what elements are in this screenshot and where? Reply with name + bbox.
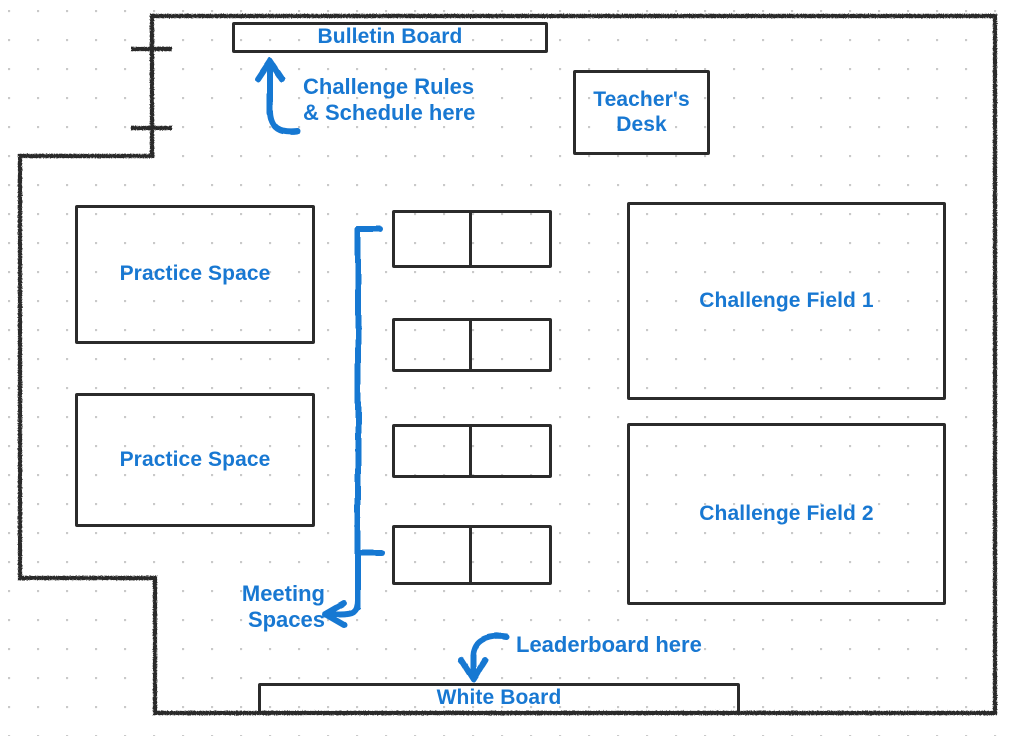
meeting-table[interactable] [392, 210, 552, 268]
white-board-label: White Board [436, 686, 562, 710]
annotation-leaderboard: Leaderboard here [516, 632, 702, 657]
table-half-right [472, 213, 549, 265]
practice-space-2[interactable]: Practice Space [75, 393, 315, 527]
bulletin-board[interactable]: Bulletin Board [232, 22, 548, 53]
practice-space-1-label: Practice Space [119, 262, 271, 286]
arrow-left-to-meeting-spaces [322, 597, 361, 628]
meeting-table[interactable] [392, 525, 552, 585]
arrow-up-to-bulletin-board [255, 58, 300, 135]
table-half-left [395, 427, 472, 475]
table-half-right [472, 528, 549, 582]
white-board[interactable]: White Board [258, 683, 740, 714]
annotation-meeting-spaces: Meeting Spaces [241, 581, 325, 633]
teachers-desk[interactable]: Teacher's Desk [573, 70, 710, 155]
challenge-field-1-label: Challenge Field 1 [699, 288, 874, 312]
practice-space-1[interactable]: Practice Space [75, 205, 315, 344]
bulletin-board-label: Bulletin Board [317, 25, 463, 49]
practice-space-2-label: Practice Space [119, 447, 271, 471]
teachers-desk-label: Teacher's Desk [593, 87, 690, 136]
arrow-down-to-white-board [458, 633, 510, 682]
challenge-field-2[interactable]: Challenge Field 2 [627, 423, 946, 605]
meeting-table[interactable] [392, 424, 552, 478]
table-half-right [472, 427, 549, 475]
table-half-left [395, 528, 472, 582]
challenge-field-2-label: Challenge Field 2 [699, 501, 874, 525]
meeting-spaces-bracket [355, 226, 385, 610]
table-half-left [395, 321, 472, 369]
challenge-field-1[interactable]: Challenge Field 1 [627, 202, 946, 400]
table-half-right [472, 321, 549, 369]
table-half-left [395, 213, 472, 265]
annotation-challenge-rules: Challenge Rules & Schedule here [303, 74, 476, 126]
meeting-table[interactable] [392, 318, 552, 372]
